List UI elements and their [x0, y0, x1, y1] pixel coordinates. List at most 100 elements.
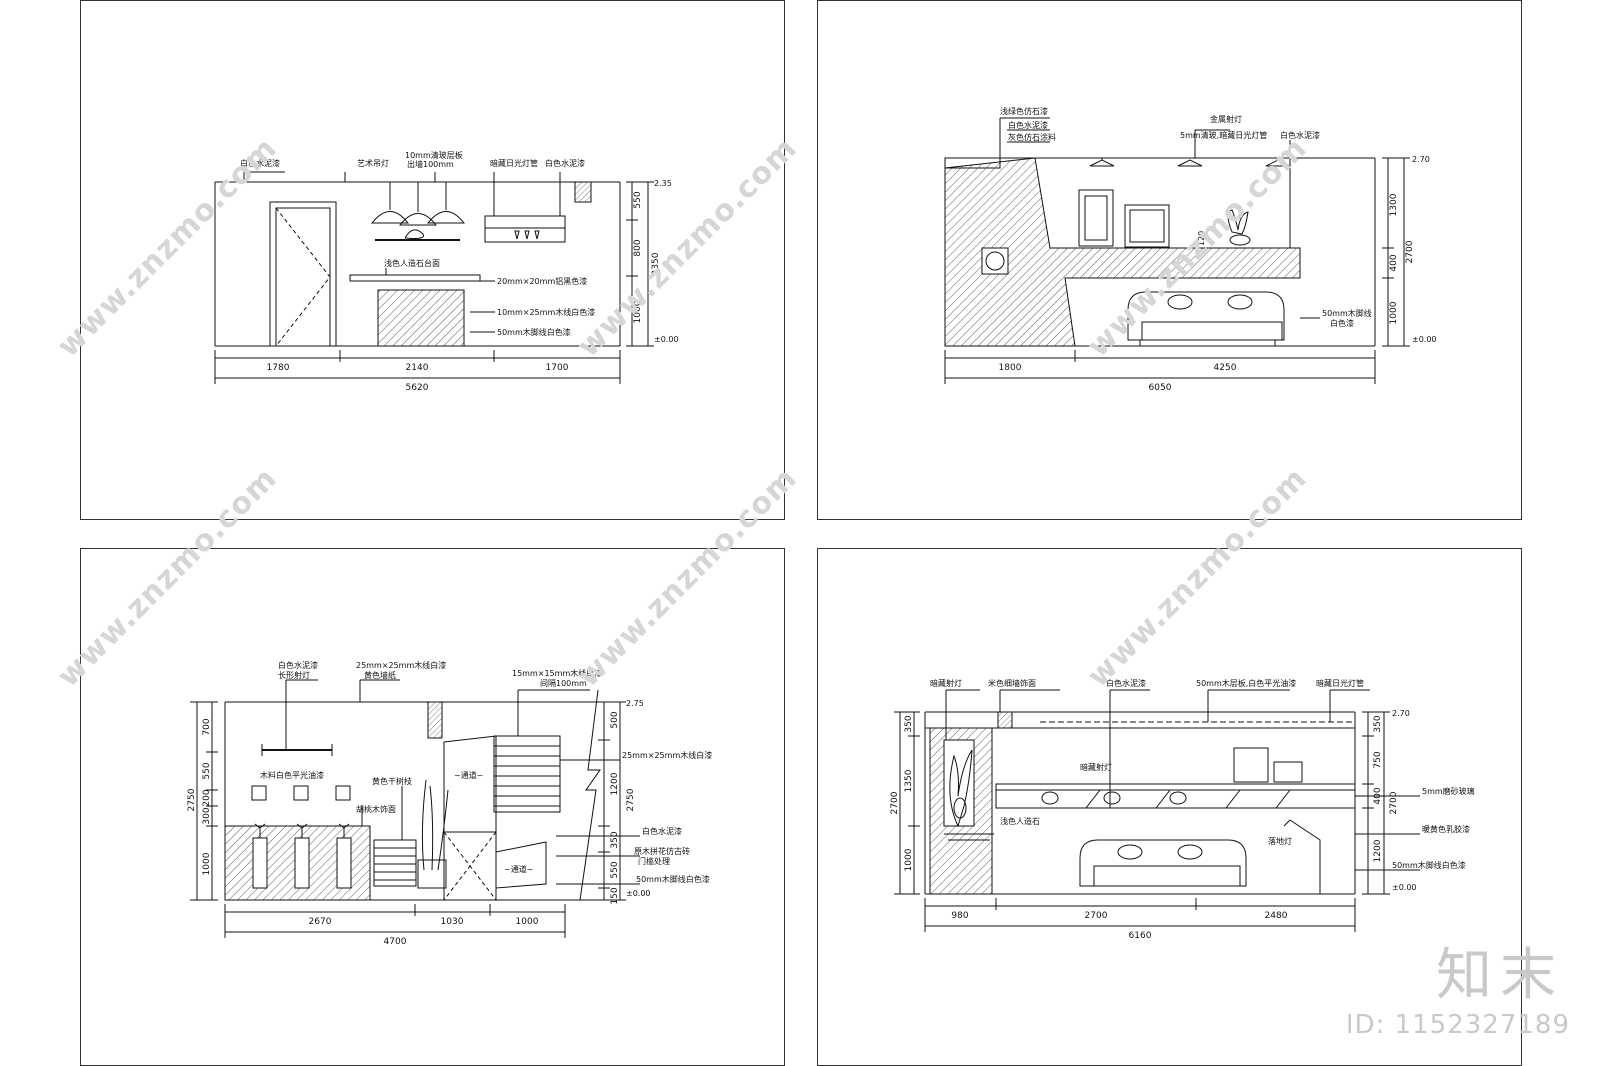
level-4-top: 2.70	[1392, 709, 1410, 718]
label-3-9: 胡桃木饰面	[356, 804, 396, 814]
dim-2-right-total: 2700	[1405, 240, 1415, 263]
label-1-9: 50mm木脚线白色漆	[497, 327, 571, 337]
label-1-2: 10mm清玻层板	[405, 150, 463, 160]
label-4-6: 5mm磨砂玻璃	[1422, 786, 1475, 796]
dim-4-total: 6160	[1129, 931, 1152, 941]
dim-2-total: 6050	[1149, 383, 1172, 393]
label-4-1: 米色细墙饰面	[988, 678, 1036, 688]
label-2-2: 灰色仿石涂料	[1008, 132, 1056, 142]
level-2-zero: ±0.00	[1412, 335, 1437, 344]
dim-1-right-a: 550	[633, 191, 643, 208]
dim-3b: 1030	[441, 917, 464, 927]
dim-4-right-b: 750	[1373, 751, 1383, 768]
dim-4a: 980	[951, 911, 968, 921]
label-2-4: 5mm清玻,暗藏日光灯管	[1180, 130, 1267, 140]
dim-1-right-c: 1000	[633, 300, 643, 323]
label-4-4: 暗藏日光灯管	[1316, 678, 1364, 688]
label-3-10: 白色水泥漆	[642, 826, 682, 836]
label-4-9: 暖黄色乳胶漆	[1422, 824, 1470, 834]
label-3-2: 25mm×25mm木线白漆	[356, 660, 446, 670]
dim-4-right-total: 2700	[1389, 791, 1399, 814]
dim-3-total: 4700	[384, 937, 407, 947]
passage-label-2: ~通道~	[504, 864, 533, 874]
label-2-1: 白色水泥漆	[1008, 120, 1048, 130]
dim-1-right-total: 2350	[651, 252, 661, 275]
label-4-5: 暗藏射灯	[1080, 762, 1112, 772]
label-3-7: 25mm×25mm木线白漆	[622, 750, 712, 760]
label-1-8: 10mm×25mm木线白色漆	[497, 307, 595, 317]
brand-logo: 知末	[1436, 943, 1564, 1008]
label-2-0: 浅绿色仿石漆	[1000, 106, 1048, 116]
label-3-12: 门槛处理	[638, 856, 670, 866]
dim-3-left-e: 1000	[202, 852, 212, 875]
label-3-0: 白色水泥漆	[278, 660, 318, 670]
level-2-top: 2.70	[1412, 155, 1430, 164]
label-4-7: 浅色人造石	[1000, 816, 1040, 826]
label-3-1: 长形射灯	[278, 670, 310, 680]
drawing-3-text: 2670 1030 1000 4700 700 550 200 300 1000…	[187, 660, 712, 947]
level-3-top: 2.75	[626, 699, 644, 708]
dim-3-right-b: 1200	[610, 772, 620, 795]
brand-id: ID: 1152327189	[1345, 1010, 1570, 1040]
dim-4-left-c: 1000	[904, 848, 914, 871]
dim-2-right-a: 1300	[1389, 193, 1399, 216]
label-4-8: 落地灯	[1268, 836, 1292, 846]
label-1-6: 浅色人造石台面	[384, 258, 440, 268]
dim-2-mid: 120	[1197, 231, 1206, 246]
label-3-5: 间隔100mm	[540, 679, 587, 688]
drawing-1	[214, 171, 654, 384]
dim-3-right-total: 2750	[626, 788, 636, 811]
dim-2a: 1800	[999, 363, 1022, 373]
dim-1a: 1780	[267, 363, 290, 373]
dim-1b: 2140	[406, 363, 429, 373]
dim-3-left-d: 300	[202, 807, 212, 824]
level-3-zero: ±0.00	[626, 889, 651, 898]
drawing-1-text: 1780 2140 1700 5620 550 800 1000 2350 2.…	[240, 150, 679, 393]
label-3-3: 黄色墙纸	[364, 670, 396, 680]
dim-3c: 1000	[516, 917, 539, 927]
label-1-4: 暗藏日光灯管	[490, 158, 538, 168]
label-1-3: 出墙100mm	[407, 159, 454, 169]
dim-4-left-total: 2700	[890, 791, 900, 814]
label-4-0: 暗藏射灯	[930, 678, 962, 688]
dim-3-right-d: 550	[610, 861, 620, 878]
dim-3-left-b: 550	[202, 762, 212, 779]
dim-2-right-b: 400	[1389, 254, 1399, 271]
passage-label-1: ~通道~	[454, 770, 483, 780]
dim-4b: 2700	[1085, 911, 1108, 921]
dim-4-right-c: 400	[1373, 787, 1383, 804]
dim-3-left-c: 200	[202, 789, 212, 806]
level-1-zero: ±0.00	[654, 335, 679, 344]
label-1-7: 20mm×20mm铝黑色漆	[497, 276, 587, 286]
label-3-13: 50mm木脚线白色漆	[636, 874, 710, 884]
label-1-5: 白色水泥漆	[545, 158, 585, 168]
label-4-10: 50mm木脚线白色漆	[1392, 860, 1466, 870]
dim-4c: 2480	[1265, 911, 1288, 921]
label-2-3: 金属射灯	[1210, 114, 1242, 124]
dim-4-left-b: 1350	[904, 769, 914, 792]
label-1-1: 艺术吊灯	[357, 158, 389, 168]
label-3-4: 15mm×15mm木线白漆	[512, 668, 602, 678]
dim-3a: 2670	[309, 917, 332, 927]
label-4-2: 白色水泥漆	[1106, 678, 1146, 688]
drawing-4-text: 980 2700 2480 6160 350 1350 1000 2700 35…	[890, 678, 1475, 941]
dim-1-total: 5620	[406, 383, 429, 393]
elevation-sheet-1	[80, 0, 785, 520]
label-2-7: 白色漆	[1330, 318, 1354, 328]
dim-2b: 4250	[1214, 363, 1237, 373]
drawing-3	[190, 679, 640, 938]
drawing-2-text: 1800 4250 6050 1300 400 1000 2700 2.70 ±…	[999, 106, 1437, 393]
label-2-5: 白色水泥漆	[1280, 130, 1320, 140]
dim-2-right-c: 1000	[1389, 301, 1399, 324]
dim-3-left-a: 700	[202, 718, 212, 735]
drawing-2	[944, 117, 1410, 384]
label-3-6: 木料白色平光油漆	[260, 770, 324, 780]
level-4-zero: ±0.00	[1392, 883, 1417, 892]
dim-1-right-b: 800	[633, 239, 643, 256]
label-4-3: 50mm木层板,白色平光油漆	[1196, 678, 1296, 688]
dim-1c: 1700	[546, 363, 569, 373]
label-2-6: 50mm木脚线	[1322, 308, 1372, 318]
dim-3-left-total: 2750	[187, 788, 197, 811]
label-3-8: 黄色干树枝	[372, 776, 412, 786]
